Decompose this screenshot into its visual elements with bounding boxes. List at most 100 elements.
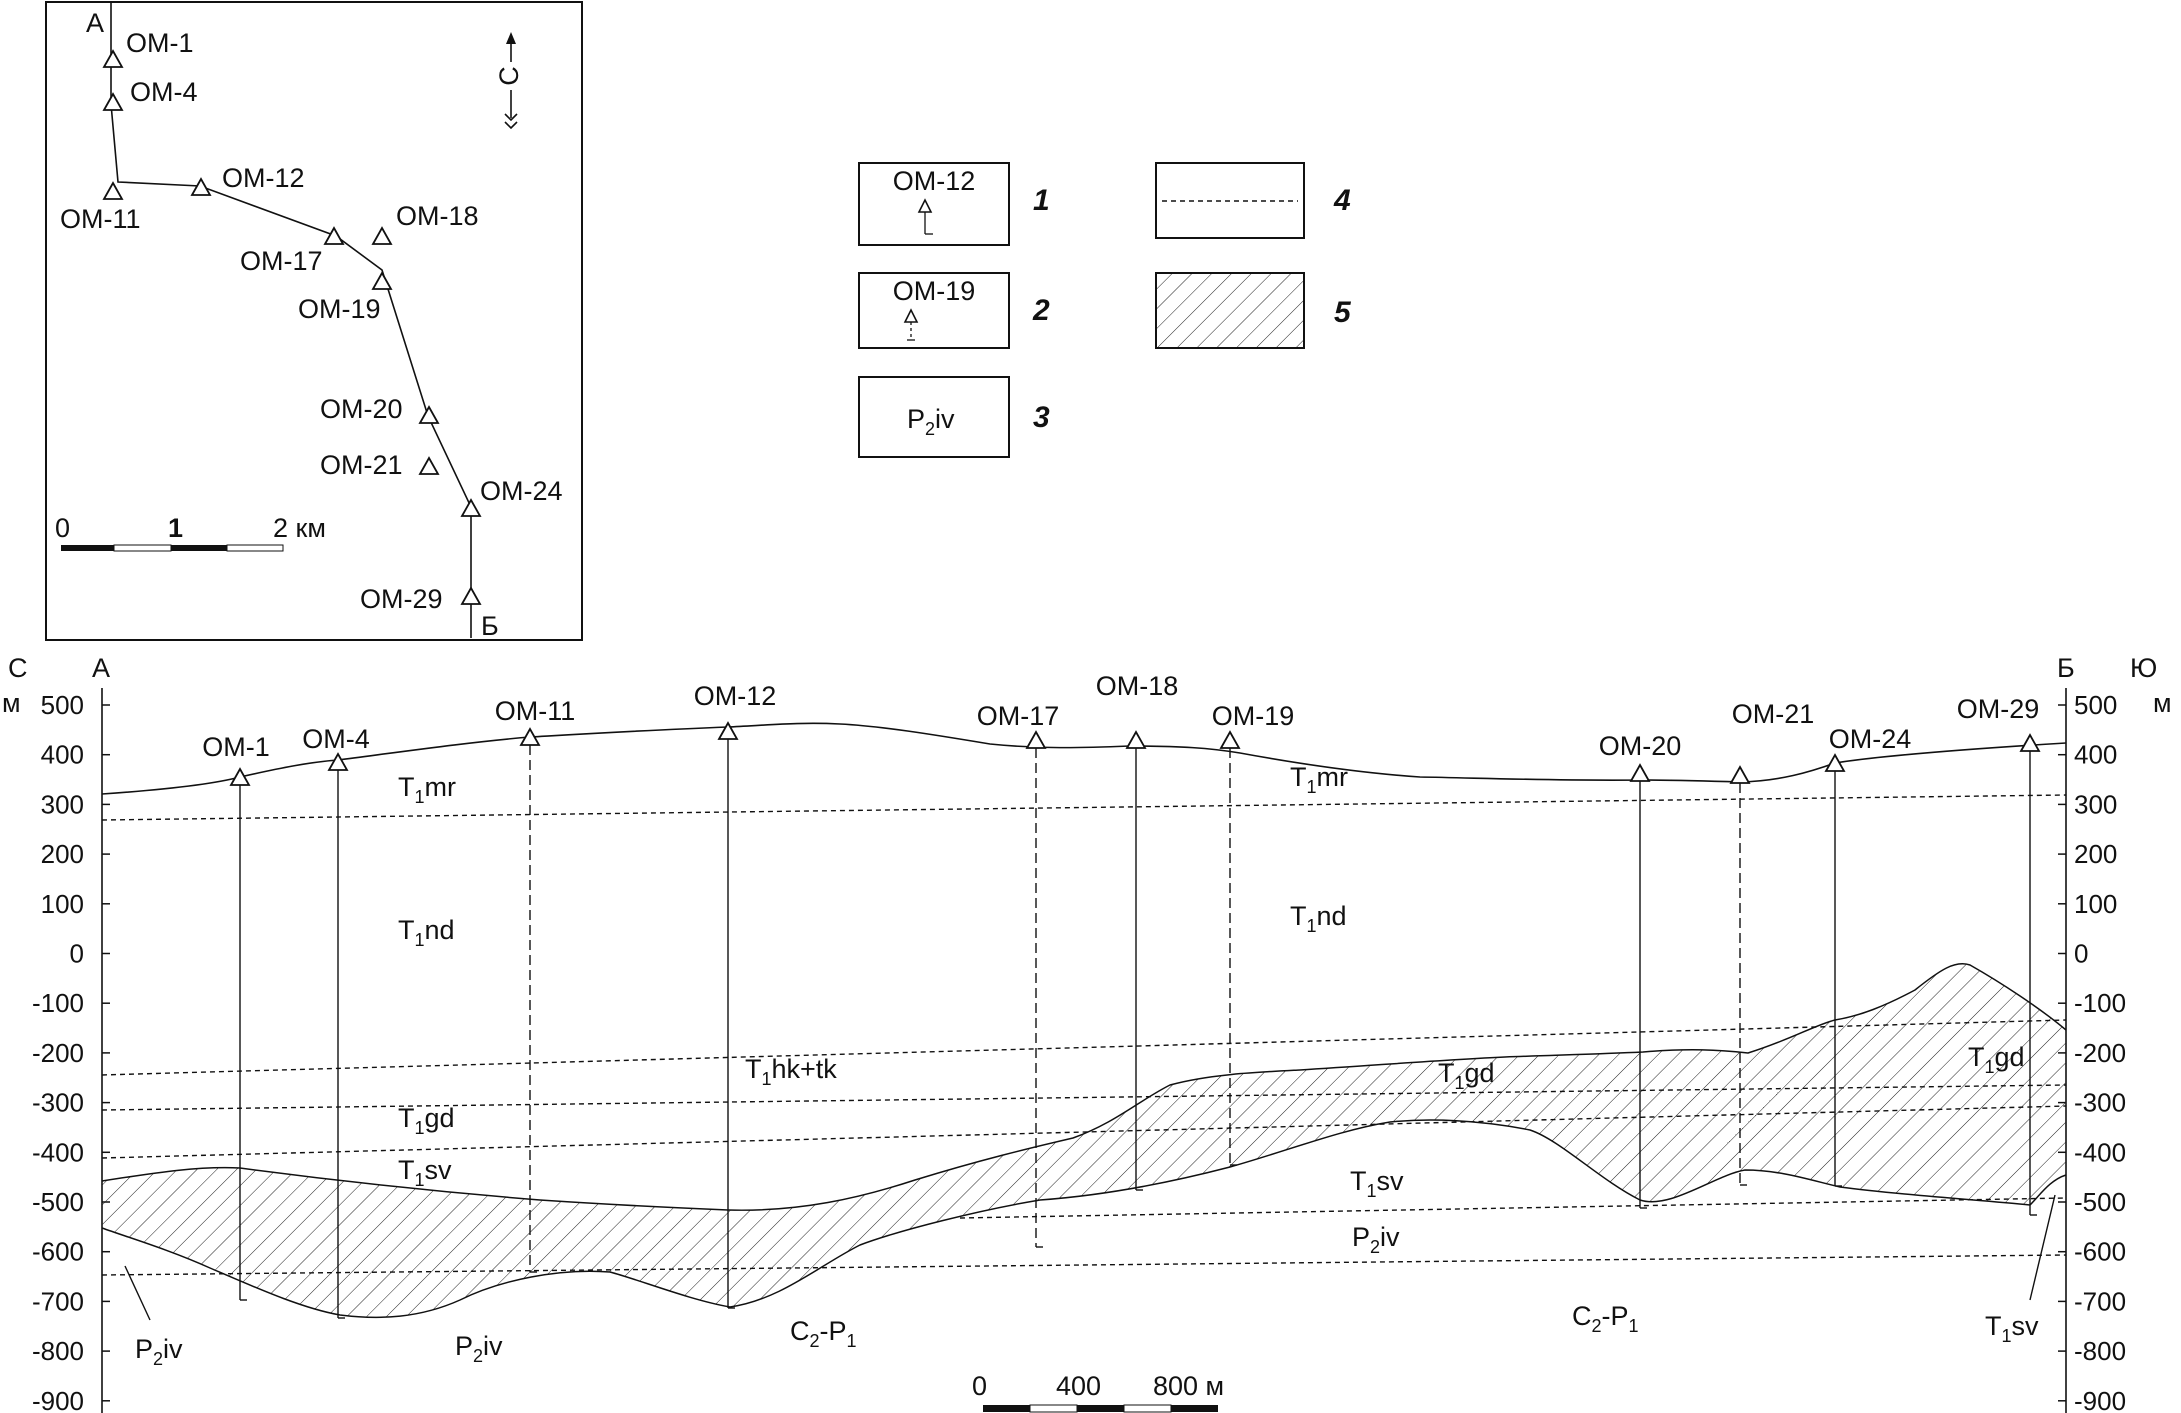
map-frame [45,1,583,641]
well-marker-icon [1025,730,1047,749]
depth-tick-label: 300 [2074,789,2117,819]
section-a-label: А [92,653,110,683]
well-marker-icon [2019,733,2041,752]
depth-tick-label: 500 [41,690,84,720]
depth-tick-label: 100 [41,889,84,919]
map-scale-1: 1 [168,513,183,543]
label-p2iv-middle: P2iv [1352,1222,1400,1257]
label-c2p1-right: C2-P1 [1572,1301,1639,1336]
depth-tick-label: -300 [32,1088,84,1118]
depth-tick-label: 200 [41,839,84,869]
map-wells: ОМ-1ОМ-4ОМ-11ОМ-12ОМ-17ОМ-18ОМ-19ОМ-20ОМ… [60,28,563,614]
legend-item-5: 5 [1155,272,1352,349]
label-t1mr-left: T1mr [398,772,456,807]
map-scale-bar: 0 1 2 км [55,513,326,552]
depth-tick-label: -900 [32,1386,84,1413]
depth-tick-label: -100 [2074,988,2126,1018]
depth-tick-label: -100 [32,988,84,1018]
label-t1nd-left: T1nd [398,915,455,950]
well-marker-icon [418,456,440,475]
well-marker-icon [1824,753,1846,772]
label-t1nd-right: T1nd [1290,901,1347,936]
section-south-label: Ю [2130,653,2157,683]
depth-tick-label: 100 [2074,889,2117,919]
map-well-label: ОМ-11 [60,204,141,234]
depth-tick-label: -700 [32,1286,84,1316]
depth-tick-label: 500 [2074,690,2117,720]
map-label-b: Б [481,611,499,641]
section-well-label: ОМ-1 [202,732,270,762]
location-map: А Б С 0 1 2 км ОМ-1ОМ-4ОМ-11ОМ-12ОМ-17ОМ… [45,1,583,641]
well-marker-icon [418,405,440,424]
map-label-a: А [86,8,104,38]
well-marker-icon [190,177,212,196]
legend-1-sample: ОМ-12 [893,166,976,196]
depth-tick-label: -600 [2074,1237,2126,1267]
unit-label-right: м [2153,688,2172,718]
label-t1sv-middle: T1sv [1350,1166,1404,1201]
well-marker-icon [1729,765,1751,784]
section-scale-bar: 0 400 800 м [972,1371,1224,1413]
depth-tick-label: -800 [32,1336,84,1366]
ground-surface [101,722,2067,795]
well-marker-icon [102,181,124,200]
unit-label-left: м [2,688,21,718]
label-t1gd-right: T1gd [1968,1042,2025,1077]
north-label: С [494,66,524,86]
section-well-label: ОМ-21 [1732,699,1815,729]
section-well-label: ОМ-20 [1599,731,1682,761]
label-t1hktk: T1hk+tk [745,1054,837,1089]
legend: ОМ-12 1 ОМ-19 2 P2iv 3 4 5 [858,162,1352,458]
hatched-top-boundary [101,963,2067,1211]
depth-tick-label: 0 [70,939,84,969]
map-well-label: ОМ-21 [320,450,403,480]
map-well-label: ОМ-4 [130,77,198,107]
depth-tick-label: -400 [32,1137,84,1167]
label-p2iv-lower: P2iv [455,1331,503,1366]
section-north-label: С [8,653,28,683]
section-b-label: Б [2057,653,2075,683]
formation-labels: T1mr T1mr T1nd T1nd T1hk+tk T1gd T1gd T1… [135,762,2039,1369]
depth-tick-label: -300 [2074,1088,2126,1118]
section-well-label: ОМ-29 [1957,694,2040,724]
map-well-label: ОМ-19 [298,294,381,324]
depth-tick-label: -400 [2074,1137,2126,1167]
map-scale-2km: 2 км [273,513,326,543]
map-well-label: ОМ-17 [240,246,323,276]
map-well-label: ОМ-18 [396,201,479,231]
section-well-label: ОМ-19 [1212,701,1295,731]
legend-2-sample: ОМ-19 [893,276,976,306]
label-t1sv-left: T1sv [398,1155,452,1190]
depth-tick-label: 0 [2074,939,2088,969]
map-scale-0: 0 [55,513,70,543]
section-scale-800: 800 м [1153,1371,1224,1401]
map-well-label: ОМ-24 [480,476,563,506]
legend-3-num: 3 [1033,401,1050,434]
well-marker-icon [1219,730,1241,749]
depth-tick-label: 400 [41,740,84,770]
map-well-label: ОМ-12 [222,163,305,193]
legend-2-num: 2 [1032,294,1050,327]
well-marker-icon [102,92,124,111]
depth-tick-label: 200 [2074,839,2117,869]
map-well-label: ОМ-20 [320,394,403,424]
depth-tick-label: -700 [2074,1286,2126,1316]
section-well-label: ОМ-4 [302,724,370,754]
well-marker-icon [229,767,251,786]
legend-5-num: 5 [1334,296,1352,329]
label-t1gd-middle: T1gd [1438,1058,1495,1093]
section-scale-0: 0 [972,1371,987,1401]
well-marker-icon [323,226,345,245]
depth-tick-label: -200 [2074,1038,2126,1068]
label-leaders [124,1194,2056,1321]
well-marker-icon [717,721,739,740]
section-well-label: ОМ-18 [1096,671,1179,701]
section-scale-400: 400 [1056,1371,1101,1401]
well-marker-icon [102,49,124,68]
label-c2p1-left: C2-P1 [790,1316,857,1351]
label-t1mr-right: T1mr [1290,762,1348,797]
legend-item-3: P2iv 3 [858,376,1050,458]
section-well-label: ОМ-24 [1829,724,1912,754]
